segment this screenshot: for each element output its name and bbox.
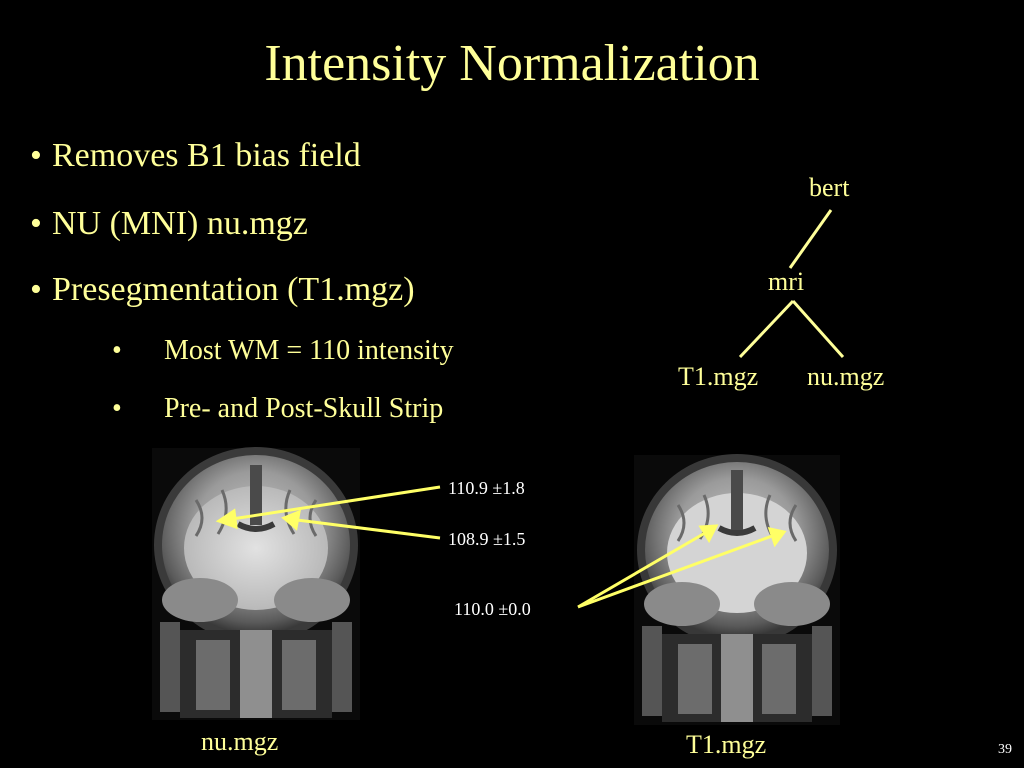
tree-leaf-label: T1.mgz [678, 362, 759, 391]
sub-bullet-item: • Most WM = 110 intensity [112, 334, 454, 368]
sub-bullet-item: • Pre- and Post-Skull Strip [112, 392, 443, 426]
bullet-item: • Removes B1 bias field [30, 136, 361, 176]
mri-image-t1 [634, 454, 840, 725]
sub-bullet-marker: • [112, 335, 122, 366]
tree-leaf-label: nu.mgz [807, 362, 885, 391]
bullet-marker: • [30, 271, 42, 308]
bullet-text: Removes B1 bias field [52, 137, 361, 174]
bullet-item: • NU (MNI) nu.mgz [30, 204, 308, 244]
tree-lines [738, 209, 845, 359]
bullet-text: Presegmentation (T1.mgz) [52, 271, 415, 308]
annotation-arrows [215, 485, 787, 609]
bullet-marker: • [30, 137, 42, 174]
caption-right: T1.mgz [686, 730, 767, 759]
bullet-text: NU (MNI) nu.mgz [52, 205, 308, 242]
caption-left: nu.mgz [201, 727, 279, 756]
slide-title: Intensity Normalization [264, 35, 760, 92]
intensity-annotation: 108.9 ±1.5 [448, 529, 526, 549]
intensity-annotation: 110.9 ±1.8 [448, 478, 525, 498]
mri-image-nu [152, 447, 360, 720]
sub-bullet-marker: • [112, 393, 122, 424]
sub-bullet-text: Pre- and Post-Skull Strip [164, 393, 444, 424]
tree-child-label: mri [768, 267, 805, 296]
tree-root-label: bert [809, 173, 850, 202]
page-number: 39 [998, 742, 1012, 757]
sub-bullet-text: Most WM = 110 intensity [164, 335, 454, 366]
bullet-marker: • [30, 205, 42, 242]
intensity-annotation: 110.0 ±0.0 [454, 599, 531, 619]
bullet-item: • Presegmentation (T1.mgz) [30, 270, 415, 310]
